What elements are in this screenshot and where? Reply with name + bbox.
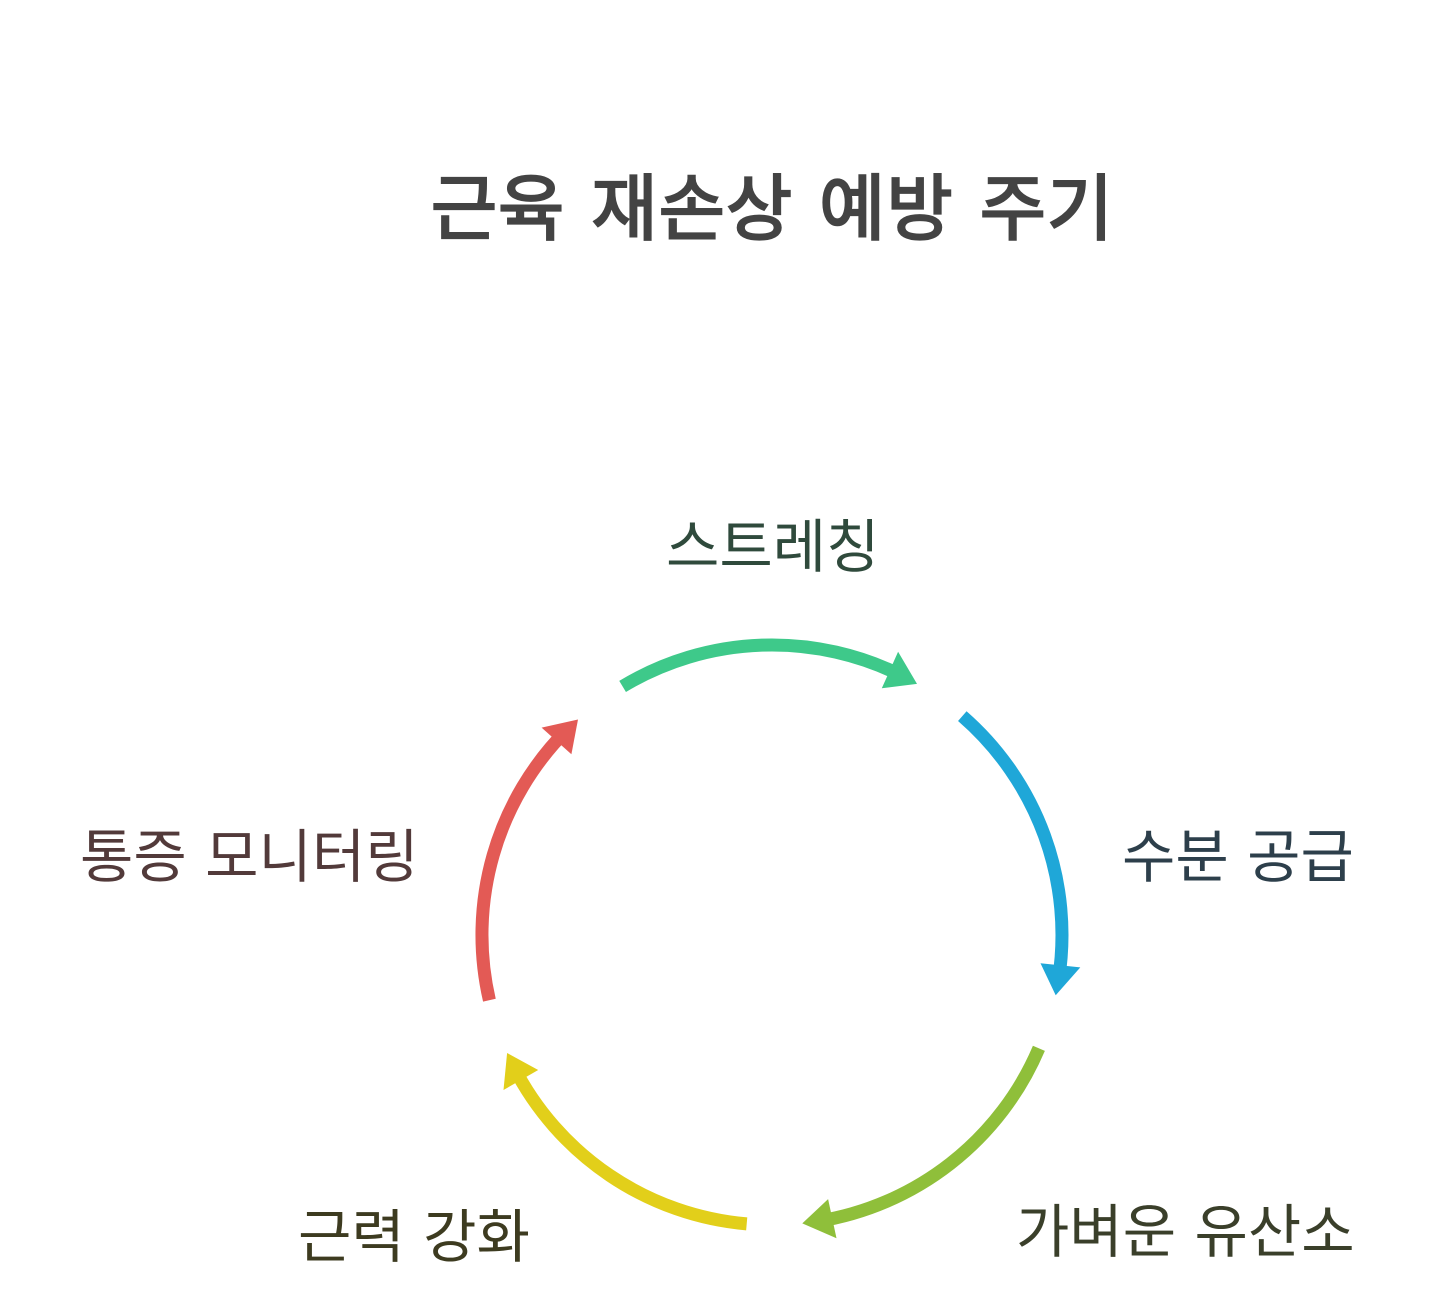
arc-hydration-arrowhead <box>1040 963 1081 996</box>
arc-stretching <box>619 638 907 692</box>
arc-strength-training-arrowhead <box>503 1053 539 1090</box>
step-label-light-cardio: 가벼운 유산소 <box>1016 1198 1355 1266</box>
step-label-pain-monitoring: 통증 모니터링 <box>80 823 419 891</box>
arc-strength-training <box>507 1063 748 1231</box>
diagram-title: 근육 재손상 예방 주기 <box>430 167 1115 251</box>
arc-light-cardio-arrowhead <box>802 1199 837 1239</box>
step-label-strength-training: 근력 강화 <box>298 1203 530 1271</box>
arc-stretching-arrowhead <box>881 651 917 689</box>
arc-hydration <box>958 711 1069 982</box>
arc-pain-monitoring <box>475 725 572 1002</box>
arc-light-cardio <box>816 1045 1045 1228</box>
arc-pain-monitoring-arrowhead <box>541 719 578 755</box>
step-label-hydration: 수분 공급 <box>1122 823 1354 891</box>
step-label-stretching: 스트레칭 <box>666 513 880 581</box>
